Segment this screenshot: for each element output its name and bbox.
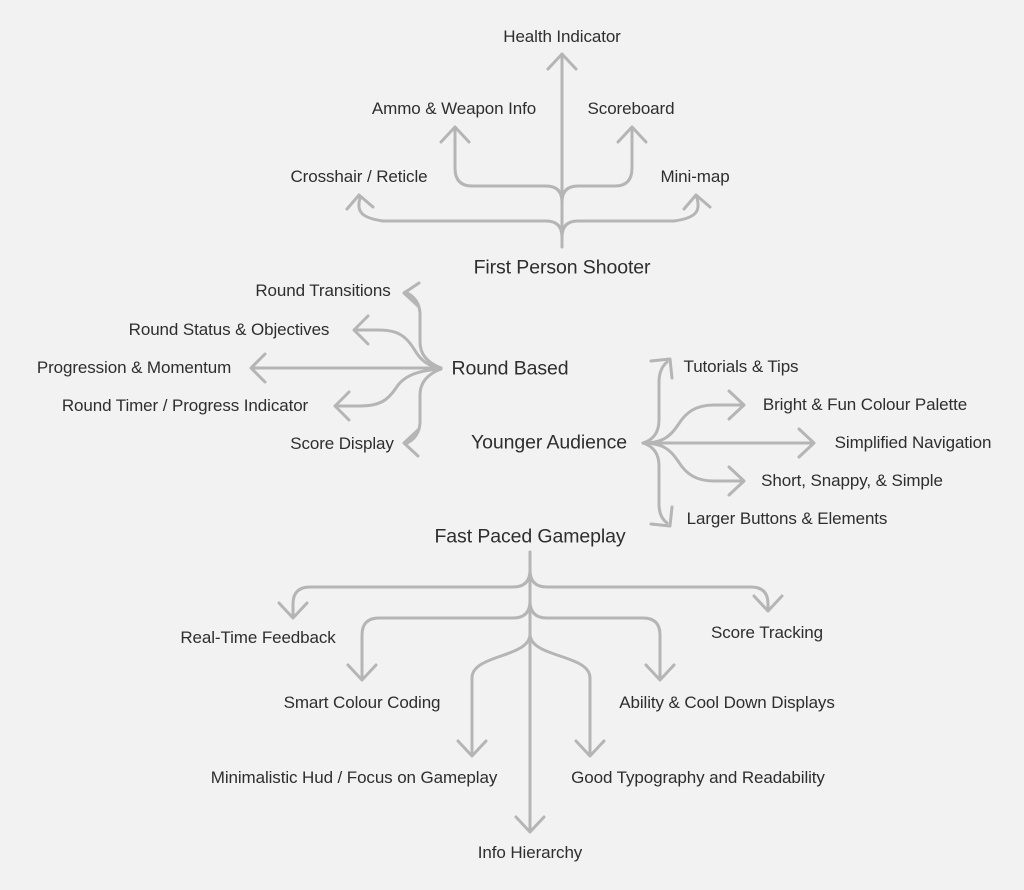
arrow-ability-cooldown [528, 599, 676, 682]
node-first-person-shooter[interactable]: First Person Shooter [473, 256, 651, 279]
node-younger-audience[interactable]: Younger Audience [471, 431, 627, 454]
node-larger-buttons-elements[interactable]: Larger Buttons & Elements [686, 509, 888, 528]
node-info-hierarchy[interactable]: Info Hierarchy [477, 843, 583, 862]
arrow-info-hierarchy [514, 550, 546, 834]
node-fast-paced-gameplay[interactable]: Fast Paced Gameplay [434, 525, 626, 548]
node-score-display[interactable]: Score Display [290, 434, 394, 453]
node-smart-colour-coding[interactable]: Smart Colour Coding [283, 693, 441, 712]
node-tutorials-tips[interactable]: Tutorials & Tips [683, 357, 799, 376]
node-crosshair-reticle[interactable]: Crosshair / Reticle [290, 167, 428, 186]
arrow-bright-fun-colour-palette [641, 389, 746, 445]
arrow-progression-momentum [249, 352, 443, 384]
node-bright-fun-colour-palette[interactable]: Bright & Fun Colour Palette [762, 395, 968, 414]
arrow-mini-map [560, 193, 712, 239]
arrow-score-tracking [528, 568, 784, 613]
node-progression-momentum[interactable]: Progression & Momentum [36, 358, 232, 377]
node-ammo-weapon-info[interactable]: Ammo & Weapon Info [371, 99, 537, 118]
arrow-round-transitions [402, 281, 443, 370]
arrow-tutorials-tips [641, 357, 674, 445]
node-good-typography[interactable]: Good Typography and Readability [571, 768, 825, 787]
node-minimalistic-hud[interactable]: Minimalistic Hud / Focus on Gameplay [210, 768, 498, 787]
node-score-tracking[interactable]: Score Tracking [711, 623, 823, 642]
arrow-crosshair-reticle [345, 193, 564, 239]
node-simplified-navigation[interactable]: Simplified Navigation [834, 433, 992, 452]
arrows-round-based [249, 281, 443, 458]
node-mini-map[interactable]: Mini-map [660, 167, 730, 186]
arrows-first-person-shooter [345, 52, 712, 249]
node-round-based[interactable]: Round Based [451, 357, 569, 380]
node-ability-cooldown[interactable]: Ability & Cool Down Displays [619, 693, 835, 712]
node-round-timer-progress[interactable]: Round Timer / Progress Indicator [61, 396, 309, 415]
arrow-real-time-feedback [277, 568, 532, 620]
arrows-fast-paced-gameplay [277, 550, 784, 834]
node-health-indicator[interactable]: Health Indicator [503, 27, 621, 46]
node-real-time-feedback[interactable]: Real-Time Feedback [180, 628, 336, 647]
arrow-round-timer-progress [333, 367, 443, 422]
node-scoreboard[interactable]: Scoreboard [587, 99, 675, 118]
node-short-snappy-simple[interactable]: Short, Snappy, & Simple [761, 471, 943, 490]
arrow-health-indicator [546, 52, 578, 249]
arrow-larger-buttons-elements [641, 441, 674, 528]
arrow-scoreboard [560, 125, 648, 204]
arrow-score-display [402, 367, 443, 458]
arrows-younger-audience [641, 357, 816, 528]
node-round-transitions[interactable]: Round Transitions [255, 281, 391, 300]
arrow-smart-colour-coding [346, 599, 532, 682]
arrow-round-status-objectives [352, 314, 443, 370]
arrow-minimalistic-hud [456, 632, 532, 758]
arrow-ammo-weapon-info [439, 125, 564, 204]
arrow-good-typography [528, 632, 606, 758]
arrow-simplified-navigation [641, 427, 816, 459]
node-round-status-objectives[interactable]: Round Status & Objectives [128, 320, 330, 339]
arrow-short-snappy-simple [641, 441, 746, 497]
